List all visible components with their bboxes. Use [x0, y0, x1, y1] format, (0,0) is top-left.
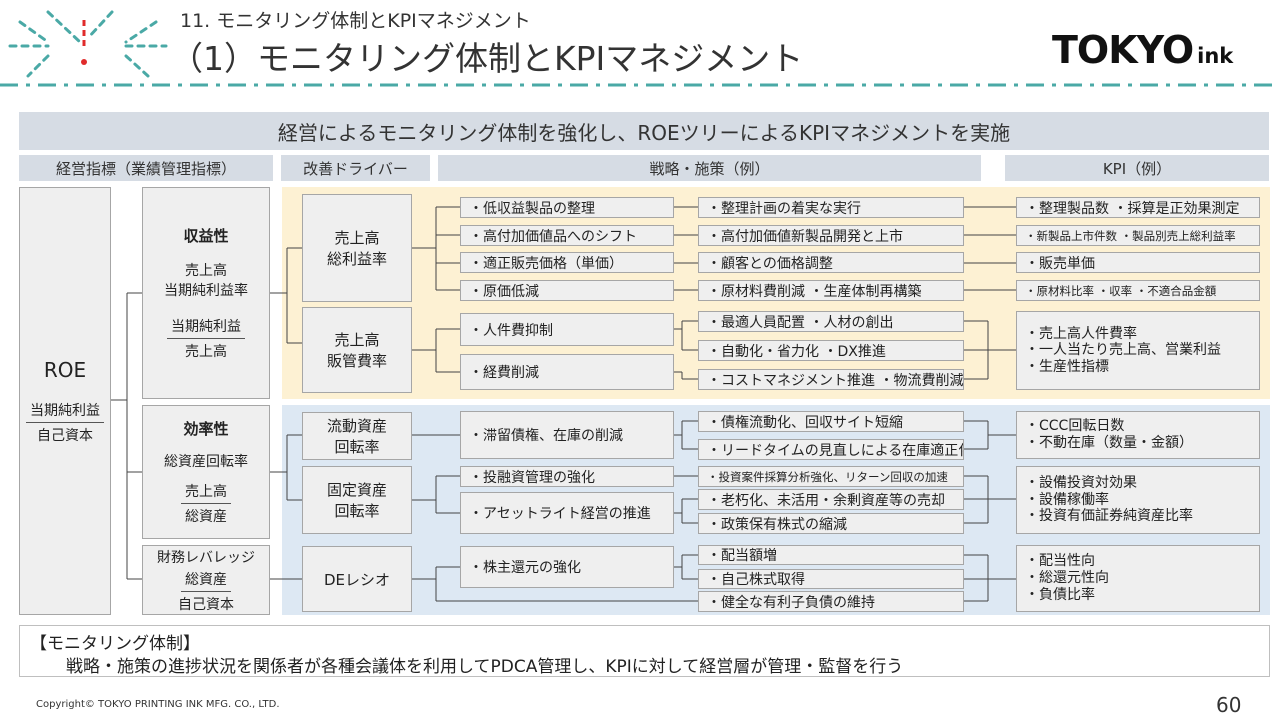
roe-label: ROE [43, 357, 87, 382]
action-box: ・債権流動化、回収サイト短縮 [698, 411, 964, 432]
monitoring-text: 戦略・施策の進捗状況を関係者が各種会議体を利用してPDCA管理し、KPIに対して… [66, 657, 904, 677]
column-header-drivers: 改善ドライバー [281, 155, 430, 181]
measure-box: ・滞留債権、在庫の削減 [460, 411, 674, 459]
efficiency-subtitle: 総資産回転率 [164, 454, 248, 470]
action-box: ・配当額増 [698, 545, 964, 565]
logo-sub: ink [1197, 44, 1234, 68]
driver-sga-ratio: 売上高 販管費率 [302, 307, 412, 393]
efficiency-title: 効率性 [183, 420, 229, 438]
page-title: （1）モニタリング体制とKPIマネジメント [170, 39, 804, 78]
section-label: 11. モニタリング体制とKPIマネジメント [180, 10, 531, 32]
measure-box: ・原価低減 [460, 280, 674, 301]
driver-current-asset-turnover: 流動資産 回転率 [302, 412, 412, 460]
action-box: ・老朽化、未活用・余剰資産等の売却 [698, 489, 964, 510]
profitability-denominator: 売上高 [185, 344, 227, 360]
kpi-box: ・CCC回転日数 ・不動在庫（数量・金額） [1016, 411, 1260, 459]
leverage-box: 財務レバレッジ 総資産 自己資本 [142, 545, 270, 615]
kpi-box: ・売上高人件費率 ・一人当たり売上高、営業利益 ・生産性指標 [1016, 311, 1260, 390]
page-number: 60 [1216, 693, 1242, 717]
leverage-formula: 総資産 自己資本 [178, 569, 234, 614]
roe-numerator: 当期純利益 [26, 400, 104, 423]
roe-formula: 当期純利益 自己資本 [26, 400, 104, 445]
measure-box: ・投融資管理の強化 [460, 466, 674, 487]
summary-banner: 経営によるモニタリング体制を強化し、ROEツリーによるKPIマネジメントを実施 [19, 112, 1269, 150]
action-box: ・最適人員配置 ・人材の創出 [698, 311, 964, 332]
leverage-numerator: 総資産 [181, 569, 231, 592]
action-box: ・顧客との価格調整 [698, 252, 964, 273]
action-box: ・リードタイムの見直しによる在庫適正化 [698, 439, 964, 460]
header-divider [0, 83, 1280, 87]
kpi-box: ・整理製品数 ・採算是正効果測定 [1016, 197, 1260, 218]
measure-box: ・株主還元の強化 [460, 546, 674, 588]
measure-box: ・適正販売価格（単価） [460, 252, 674, 273]
action-box: ・自動化・省力化 ・DX推進 [698, 340, 964, 361]
efficiency-denominator: 総資産 [185, 509, 227, 525]
leverage-denominator: 自己資本 [178, 596, 234, 613]
action-box: ・原材料費削減 ・生産体制再構築 [698, 280, 964, 301]
kpi-box: ・配当性向 ・総還元性向 ・負債比率 [1016, 545, 1260, 612]
action-box: ・整理計画の着実な実行 [698, 197, 964, 218]
column-header-indicators: 経営指標（業績管理指標） [19, 155, 273, 181]
leverage-title: 財務レバレッジ [157, 549, 255, 566]
monitoring-box: 【モニタリング体制】 戦略・施策の進捗状況を関係者が各種会議体を利用してPDCA… [19, 625, 1270, 677]
action-box: ・コストマネジメント推進 ・物流費削減 [698, 369, 964, 390]
efficiency-formula: 売上高 総資産 [181, 481, 231, 526]
logo-main: TOKYO [1052, 28, 1194, 72]
column-header-strategies: 戦略・施策（例） [438, 155, 981, 181]
copyright: Copyright© TOKYO PRINTING INK MFG. CO., … [36, 699, 280, 710]
monitoring-title: 【モニタリング体制】 [30, 634, 200, 654]
profitability-box: 収益性 売上高 当期純利益率 当期純利益 売上高 [142, 187, 270, 399]
measure-box: ・高付加価値品へのシフト [460, 225, 674, 246]
action-box: ・自己株式取得 [698, 569, 964, 589]
measure-box: ・経費削減 [460, 354, 674, 390]
efficiency-numerator: 売上高 [181, 481, 231, 504]
action-box: ・健全な有利子負債の維持 [698, 591, 964, 612]
kpi-box: ・新製品上市件数 ・製品別売上総利益率 [1016, 225, 1260, 246]
driver-gross-margin: 売上高 総利益率 [302, 194, 412, 302]
measure-box: ・人件費抑制 [460, 313, 674, 346]
column-header-kpi: KPI（例） [1005, 155, 1269, 181]
kpi-box: ・原材料比率 ・収率 ・不適合品金額 [1016, 280, 1260, 301]
decorative-pattern-icon [8, 10, 168, 78]
action-box: ・高付加価値新製品開発と上市 [698, 225, 964, 246]
kpi-box: ・販売単価 [1016, 252, 1260, 273]
action-box: ・投資案件採算分析強化、リターン回収の加速 [698, 466, 964, 487]
roe-box: ROE 当期純利益 自己資本 [19, 187, 111, 615]
profitability-subtitle: 売上高 当期純利益率 [164, 263, 248, 299]
action-box: ・政策保有株式の縮減 [698, 513, 964, 534]
driver-de-ratio: DEレシオ [302, 546, 412, 612]
profitability-formula: 当期純利益 売上高 [167, 316, 245, 361]
measure-box: ・アセットライト経営の推進 [460, 492, 674, 534]
profitability-numerator: 当期純利益 [167, 316, 245, 339]
driver-fixed-asset-turnover: 固定資産 回転率 [302, 466, 412, 534]
measure-box: ・低収益製品の整理 [460, 197, 674, 218]
roe-denominator: 自己資本 [37, 427, 93, 444]
efficiency-box: 効率性 総資産回転率 売上高 総資産 [142, 405, 270, 539]
kpi-box: ・設備投資対効果 ・設備稼働率 ・投資有価証券純資産比率 [1016, 466, 1260, 534]
profitability-title: 収益性 [183, 227, 229, 245]
